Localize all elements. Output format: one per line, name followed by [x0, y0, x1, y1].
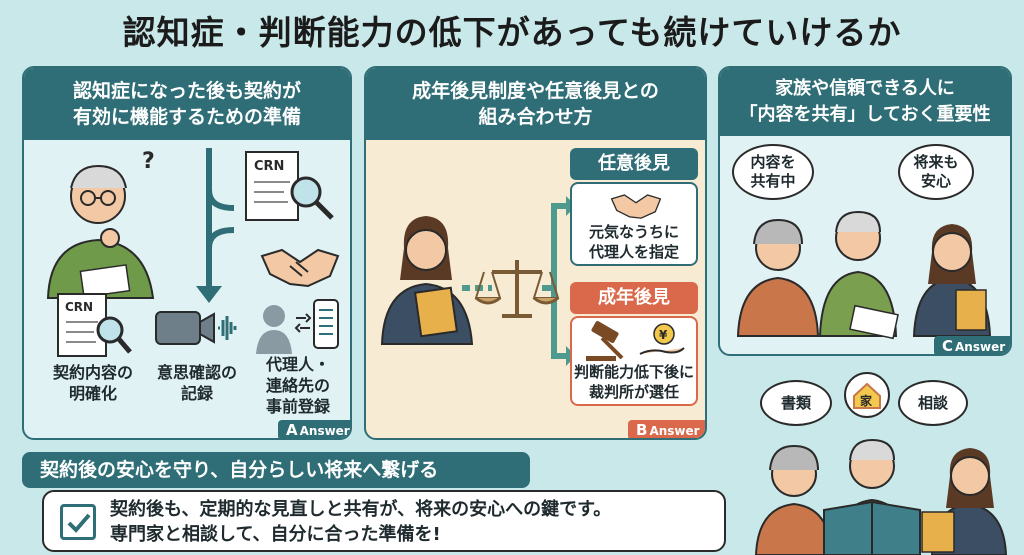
footer-message: 契約後も、定期的な見直しと共有が、将来の安心への鍵です。 専門家と相談して、自分…: [42, 490, 726, 552]
item-intent-record: 意思確認の 記録: [156, 363, 237, 403]
panel-guardianship: 成年後見制度や任意後見との 組み合わせ方 任意後見 元気なうちに 代理人を指定 …: [364, 66, 707, 440]
option-adult-desc: 判断能力低下後に 裁判所が選任: [573, 363, 694, 401]
contract-document-icon: CRN: [245, 151, 334, 221]
page-title: 認知症・判断能力の低下があっても続けていけるか: [122, 13, 902, 52]
family-sharing-icon: [736, 210, 992, 340]
speech-bubble-sharing: 内容を共有中: [732, 144, 814, 200]
house-icon: 家: [844, 372, 890, 418]
handshake-icon: [260, 248, 340, 288]
footer-line1: 契約後も、定期的な見直しと共有が、将来の安心への鍵です。: [110, 499, 612, 520]
flow-arrow-icon: [196, 148, 235, 303]
speech-bubble-reassured: 将来も安心: [898, 144, 974, 200]
speech-bubble-documents: 書類: [760, 380, 832, 426]
panel-sharing: 家族や信頼できる人に 「内容を共有」しておく重要性 内容を共有中 将来も安心 C…: [718, 66, 1012, 356]
option-voluntary-desc: 元気なうちに 代理人を指定: [588, 223, 679, 261]
option-adult-heading: 成年後見: [570, 282, 698, 314]
panel-c-heading-line1: 家族や信頼できる人に: [775, 78, 955, 99]
item-agent-registration: 代理人・ 連絡先の 事前登録: [265, 355, 330, 416]
handshake-icon-2: [610, 194, 662, 219]
scales-icon: [462, 196, 576, 366]
item-contract-clarify: 契約内容の 明確化: [52, 363, 133, 403]
video-record-icon: [155, 311, 237, 345]
checkbox-icon: [60, 504, 96, 540]
doc-label: CRN: [254, 159, 284, 174]
footer-line2: 専門家と相談して、自分に合った準備を!: [110, 524, 441, 545]
svg-text:家: 家: [860, 393, 873, 408]
family-consult-scene-icon: [754, 438, 1008, 555]
footer-heading: 契約後の安心を守り、自分らしい将来へ繋げる: [22, 452, 530, 488]
panel-b-heading-line2: 組み合わせ方: [478, 106, 593, 128]
yen-icon: ¥: [659, 328, 668, 342]
panel-c-heading: 家族や信頼できる人に 「内容を共有」しておく重要性: [720, 68, 1010, 136]
gavel-icon: ¥: [586, 321, 685, 361]
speech-bubble-consult: 相談: [898, 380, 968, 426]
agent-contact-icon: [256, 299, 339, 354]
svg-text:?: ?: [142, 149, 155, 174]
panel-b-heading: 成年後見制度や任意後見との 組み合わせ方: [366, 68, 705, 140]
advisor-woman-icon: [380, 216, 474, 345]
contract-clarify-icon: CRN: [57, 293, 132, 357]
panel-a-heading-line2: 有効に機能するための準備: [72, 106, 301, 128]
panel-a-heading-line1: 認知症になった後も契約が: [72, 80, 301, 102]
panel-contract-preparation: 認知症になった後も契約が 有効に機能するための準備 ? CRN CRN: [22, 66, 352, 440]
panel-b-heading-line1: 成年後見制度や任意後見との: [412, 80, 659, 102]
option-adult-box: ¥ 判断能力低下後に 裁判所が選任: [570, 316, 698, 406]
panel-c-heading-line2: 「内容を共有」しておく重要性: [739, 104, 991, 125]
panel-a-heading: 認知症になった後も契約が 有効に機能するための準備: [24, 68, 350, 140]
elderly-man-thinking-icon: ?: [46, 149, 155, 299]
doc-label-2: CRN: [65, 300, 93, 314]
option-voluntary-heading: 任意後見: [570, 148, 698, 180]
option-voluntary-box: 元気なうちに 代理人を指定: [570, 182, 698, 266]
